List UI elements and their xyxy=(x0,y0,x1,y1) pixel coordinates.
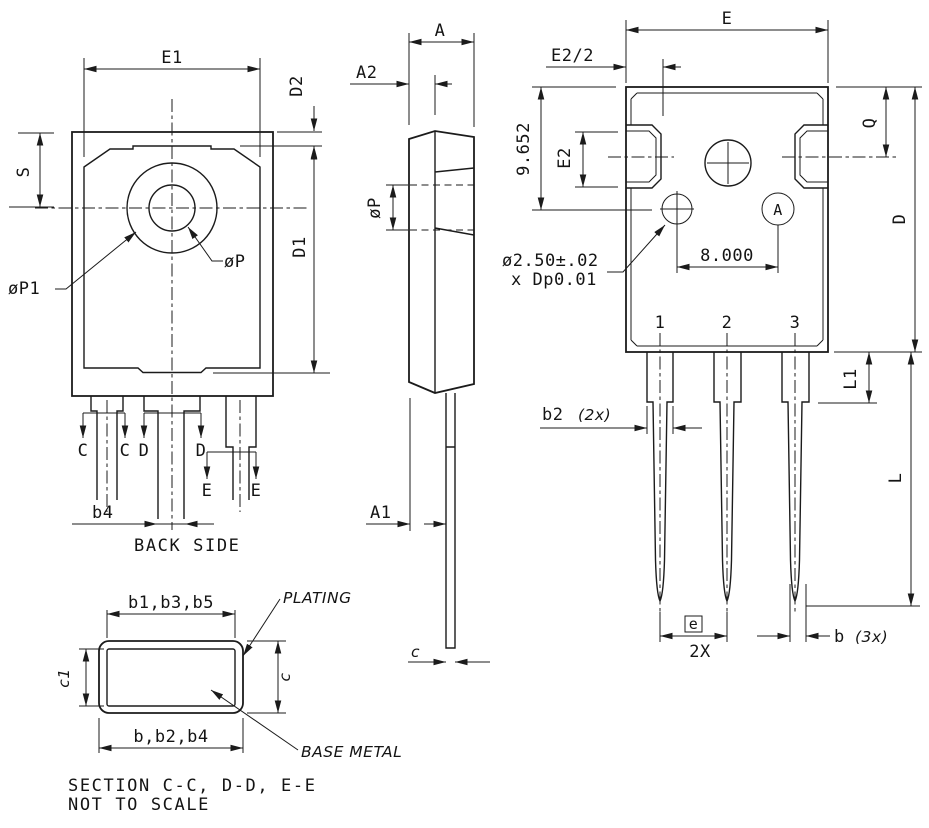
base-metal-mask xyxy=(107,649,235,706)
side-body-details xyxy=(434,131,475,393)
b4-dim-label: b4 xyxy=(92,503,113,523)
p1-leader xyxy=(55,231,137,290)
back-side-view: E1 S D2 D1 øP1 øP C C D D E E b4 BACK xyxy=(8,48,330,556)
dim-8000-label: 8.000 xyxy=(700,246,754,266)
pin-2-number: 2 xyxy=(722,313,733,333)
d1-dim-label: D1 xyxy=(290,236,310,257)
section-e-label-left: E xyxy=(202,481,213,501)
e2-half-dim-label: E2/2 xyxy=(551,46,594,66)
hole-cross-marks xyxy=(660,142,749,227)
front-extension-lines xyxy=(532,20,922,642)
b-qty-label: (3x) xyxy=(855,628,888,646)
plating-ring xyxy=(98,640,244,714)
d-dim-label: D xyxy=(890,214,910,225)
side-lead xyxy=(445,393,456,649)
p-leader xyxy=(187,226,223,262)
front-view: A E E2/2 9.652 E2 Q D L1 L 8.000 xyxy=(502,9,922,662)
a2-dim-label: A2 xyxy=(356,63,377,83)
e-dim-label: E xyxy=(722,9,733,29)
s-dim-label: S xyxy=(14,167,34,178)
e2-dim-label: E2 xyxy=(555,147,575,168)
e-pitch-box xyxy=(684,615,703,633)
outer-width-dim-label: b,b2,b4 xyxy=(133,727,208,747)
section-c-label-left: C xyxy=(78,441,89,461)
section-d-label-left: D xyxy=(139,441,150,461)
c-section-dim-label: c xyxy=(276,672,294,681)
pin-3-number: 3 xyxy=(790,313,801,333)
hole-note-leader xyxy=(607,224,666,273)
c1-dim-label: c1 xyxy=(55,668,73,687)
base-metal-core xyxy=(106,648,236,707)
front-pin-2 xyxy=(713,352,742,603)
p-label: øP xyxy=(224,252,245,272)
c-side-dim-label: c xyxy=(411,643,420,661)
front-pin-3 xyxy=(781,352,810,603)
front-inner-border xyxy=(630,92,824,347)
mounting-hole-front xyxy=(704,139,752,187)
plating-label: PLATING xyxy=(283,589,352,607)
b2-qty-label: (2x) xyxy=(578,406,611,424)
pin-1-number: 1 xyxy=(655,313,666,333)
heatsink-pad-outline xyxy=(83,145,261,374)
section-e-label-right: E xyxy=(251,481,262,501)
side-hidden-hole-lines xyxy=(410,184,474,231)
section-extension-lines xyxy=(79,610,286,753)
section-d-label-right: D xyxy=(196,441,207,461)
p-side-dim-label: øP xyxy=(365,197,385,218)
l1-dim-label: L1 xyxy=(841,368,861,389)
q-dim-label: Q xyxy=(860,118,880,129)
hole-note-line2: x Dp0.01 xyxy=(511,270,597,290)
e-pitch-label: e xyxy=(689,615,699,633)
side-extension-lines xyxy=(386,33,475,531)
base-metal-label: BASE METAL xyxy=(301,743,402,761)
section-caption-line2: NOT TO SCALE xyxy=(68,795,210,815)
back-side-caption: BACK SIDE xyxy=(134,536,241,556)
front-centerlines xyxy=(608,156,896,612)
b2-dim-label: b2 xyxy=(542,405,563,425)
back-extension-lines xyxy=(9,58,330,374)
a1-dim-label: A1 xyxy=(370,503,391,523)
e1-dim-label: E1 xyxy=(161,48,182,68)
datum-a-label: A xyxy=(773,201,783,219)
cross-section-view: b1,b3,b5 c1 c b,b2,b4 PLATING BASE METAL… xyxy=(55,589,402,815)
b-dim-label: b xyxy=(834,627,845,647)
hole-note-line1: ø2.50±.02 xyxy=(502,251,599,271)
p1-label: øP1 xyxy=(8,279,40,299)
section-c-label-right: C xyxy=(120,441,131,461)
side-view: A A2 øP A1 c xyxy=(350,21,490,666)
plating-leader xyxy=(242,598,281,657)
front-pin-1 xyxy=(646,352,674,603)
inner-width-dim-label: b1,b3,b5 xyxy=(128,593,214,613)
section-cut-brackets xyxy=(83,412,256,453)
d2-dim-label: D2 xyxy=(287,75,307,96)
package-body-side xyxy=(408,130,475,394)
section-caption-line1: SECTION C-C, D-D, E-E xyxy=(68,776,317,796)
e-pitch-qty-label: 2X xyxy=(689,642,711,662)
back-pins xyxy=(90,396,257,519)
back-centerlines xyxy=(35,99,310,530)
base-metal-leader xyxy=(210,689,299,751)
l-dim-label: L xyxy=(886,473,906,484)
dim-9652-label: 9.652 xyxy=(514,122,534,176)
a-dim-label: A xyxy=(435,21,446,41)
